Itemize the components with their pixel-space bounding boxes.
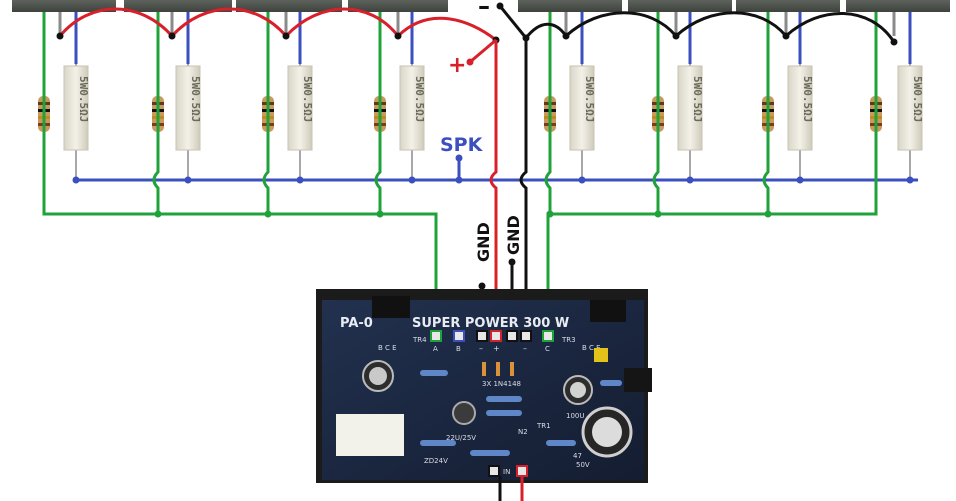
label-bce-left: B C E [378, 344, 397, 352]
capacitor-22u [452, 401, 476, 425]
red-supply-to-board [489, 40, 498, 340]
solder-points-black [522, 32, 898, 46]
label-tr1: TR1 [536, 422, 551, 430]
gnd-label-left: GND [474, 222, 493, 262]
white-relay [336, 414, 404, 456]
power-resistor: 5W0.5ΩJ [897, 64, 924, 180]
gnd-label-right: GND [504, 215, 523, 255]
yellow-trimmer [594, 348, 608, 362]
pin-label-plus: + [493, 344, 500, 353]
label-47: 47 [573, 452, 582, 460]
transistor-body [518, 0, 622, 12]
label-bce-right: B C E [582, 344, 601, 352]
power-resistor: 5W0.5ΩJ [175, 64, 202, 180]
pin-label-a: A [433, 345, 438, 353]
pin-label-c: C [545, 345, 550, 353]
label-50v: 50V [576, 461, 590, 469]
label-in: IN [503, 468, 510, 476]
amplifier-pcb: PA-0 SUPER POWER 300 W TR4 B C E TR3 B C… [316, 289, 652, 483]
transistor-legs [42, 12, 912, 70]
spk-label: SPK [440, 134, 484, 156]
pad-minus [520, 330, 532, 342]
transistor-body [628, 0, 732, 12]
transistor-row-right [518, 0, 950, 12]
plus-supply-wire [469, 38, 497, 64]
power-resistor: 5W0.5ΩJ [287, 64, 314, 180]
heatsink-left [372, 296, 410, 318]
pad-c [542, 330, 554, 342]
power-resistor-label: 5W0.5ΩJ [413, 76, 426, 122]
input-pad-ground [488, 465, 500, 477]
green-drops [152, 70, 770, 214]
label-100u: 100U [566, 412, 584, 420]
pcb-resistors [420, 370, 622, 456]
power-resistor: 5W0.5ΩJ [399, 64, 426, 180]
green-base-bus [42, 70, 438, 330]
transistor-body [12, 0, 116, 12]
resistor-array: 5W0.5ΩJ 5W0.5ΩJ 5W0.5ΩJ 5W0.5ΩJ 5W0.5ΩJ 5W0.5… [38, 64, 924, 180]
transistor-row-left [12, 0, 448, 12]
label-22u: 22U/25V [446, 434, 476, 442]
pad-b [453, 330, 465, 342]
solder-points-red [56, 32, 500, 44]
pin-label-minus1: – [479, 344, 483, 353]
red-collector-wire [58, 7, 497, 42]
label-tr4: TR4 [412, 336, 427, 344]
transistor-body [736, 0, 840, 12]
power-resistor: 5W0.5ΩJ [787, 64, 814, 180]
power-resistor: 5W0.5ΩJ [677, 64, 704, 180]
pad-gnd2 [506, 330, 518, 342]
power-resistor-label: 5W0.5ΩJ [77, 76, 90, 122]
black-supply-to-board [519, 38, 528, 340]
label-diodes: 3X 1N4148 [482, 380, 521, 388]
pin-pads [430, 330, 554, 342]
green-base-bus-right [546, 70, 878, 330]
power-resistor-label: 5W0.5ΩJ [583, 76, 596, 122]
label-zener: ZD24V [424, 457, 448, 465]
pin-label-minus2: – [523, 344, 527, 353]
power-resistor-label: 5W0.5ΩJ [691, 76, 704, 122]
power-resistor-label: 5W0.5ΩJ [301, 76, 314, 122]
solder-points-green [154, 210, 772, 218]
pcb-title-main: SUPER POWER 300 W [412, 316, 569, 331]
label-n2: N2 [518, 428, 528, 436]
transistor-body [236, 0, 342, 12]
input-pad-signal [516, 465, 528, 477]
transistor-body [846, 0, 950, 12]
power-resistor: 5W0.5ΩJ [63, 64, 90, 180]
label-tr3: TR3 [561, 336, 576, 344]
heatsink-right [590, 300, 626, 322]
transistor-body [124, 0, 232, 12]
transistor-body [348, 0, 448, 12]
pad-a [430, 330, 442, 342]
power-resistor-label: 5W0.5ΩJ [801, 76, 814, 122]
pad-plus [490, 330, 502, 342]
power-resistor: 5W0.5ΩJ [569, 64, 596, 180]
pin-label-b: B [456, 345, 461, 353]
pcb-title-left: PA-0 [340, 316, 373, 331]
plus-label: + [448, 53, 466, 78]
pad-gnd1 [476, 330, 488, 342]
minus-label: – [478, 0, 490, 20]
solder-points-blue [72, 176, 914, 184]
power-resistor-label: 5W0.5ΩJ [189, 76, 202, 122]
power-resistor-label: 5W0.5ΩJ [911, 76, 924, 122]
minus-supply-wire [498, 5, 528, 39]
diodes [482, 362, 514, 376]
